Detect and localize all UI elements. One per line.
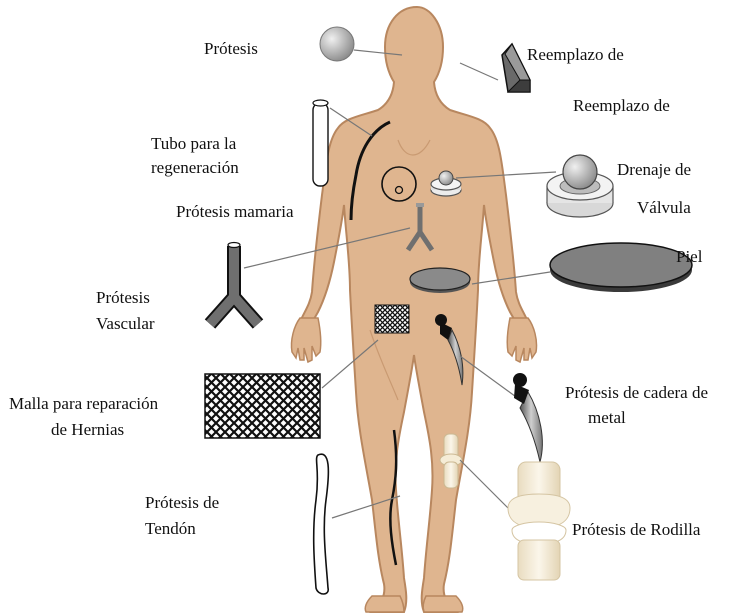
human-body — [291, 7, 536, 612]
body-silhouette — [300, 7, 529, 612]
label-malla-line2: de Hernias — [51, 420, 124, 439]
hernia-mesh-on-body — [375, 305, 409, 333]
label-tubo-line2: regeneración — [151, 158, 239, 177]
left-foot — [365, 596, 404, 612]
regeneration-tube-icon — [313, 100, 328, 186]
label-rodilla: Prótesis de Rodilla — [572, 520, 701, 539]
label-vascular-line1: Prótesis — [96, 288, 150, 307]
label-tubo-line1: Tubo para la — [151, 134, 237, 153]
label-tendon-line1: Prótesis de — [145, 493, 219, 512]
label-vascular-line2: Vascular — [96, 314, 155, 333]
label-mamaria: Prótesis mamaria — [176, 202, 294, 221]
joint-wedge-icon — [502, 44, 530, 92]
knee-prosthesis-icon — [508, 462, 570, 580]
label-cadera-line2: metal — [588, 408, 626, 427]
label-malla-line1: Malla para reparación — [9, 394, 159, 413]
label-valvula: Válvula — [637, 198, 691, 217]
heart-valve-icon — [547, 155, 613, 217]
hernia-mesh-icon — [205, 374, 320, 438]
label-cadera-line1: Prótesis de cadera de — [565, 383, 708, 402]
skin-graft-on-body — [410, 268, 470, 293]
hip-prosthesis-icon — [513, 373, 542, 462]
skin-disc-icon — [550, 243, 692, 292]
right-foot — [423, 596, 463, 612]
label-protesis: Prótesis — [204, 39, 258, 58]
label-piel: Piel — [676, 247, 703, 266]
vascular-graft-icon — [210, 243, 258, 325]
right-hand — [507, 318, 536, 362]
label-reemplazo-2: Reemplazo de — [573, 96, 670, 115]
label-drenaje: Drenaje de — [617, 160, 691, 179]
tendon-icon — [314, 454, 329, 594]
prosthesis-sphere-icon — [320, 27, 354, 61]
label-tendon-line2: Tendón — [145, 519, 196, 538]
left-hand — [291, 318, 320, 362]
label-reemplazo-1: Reemplazo de — [527, 45, 624, 64]
